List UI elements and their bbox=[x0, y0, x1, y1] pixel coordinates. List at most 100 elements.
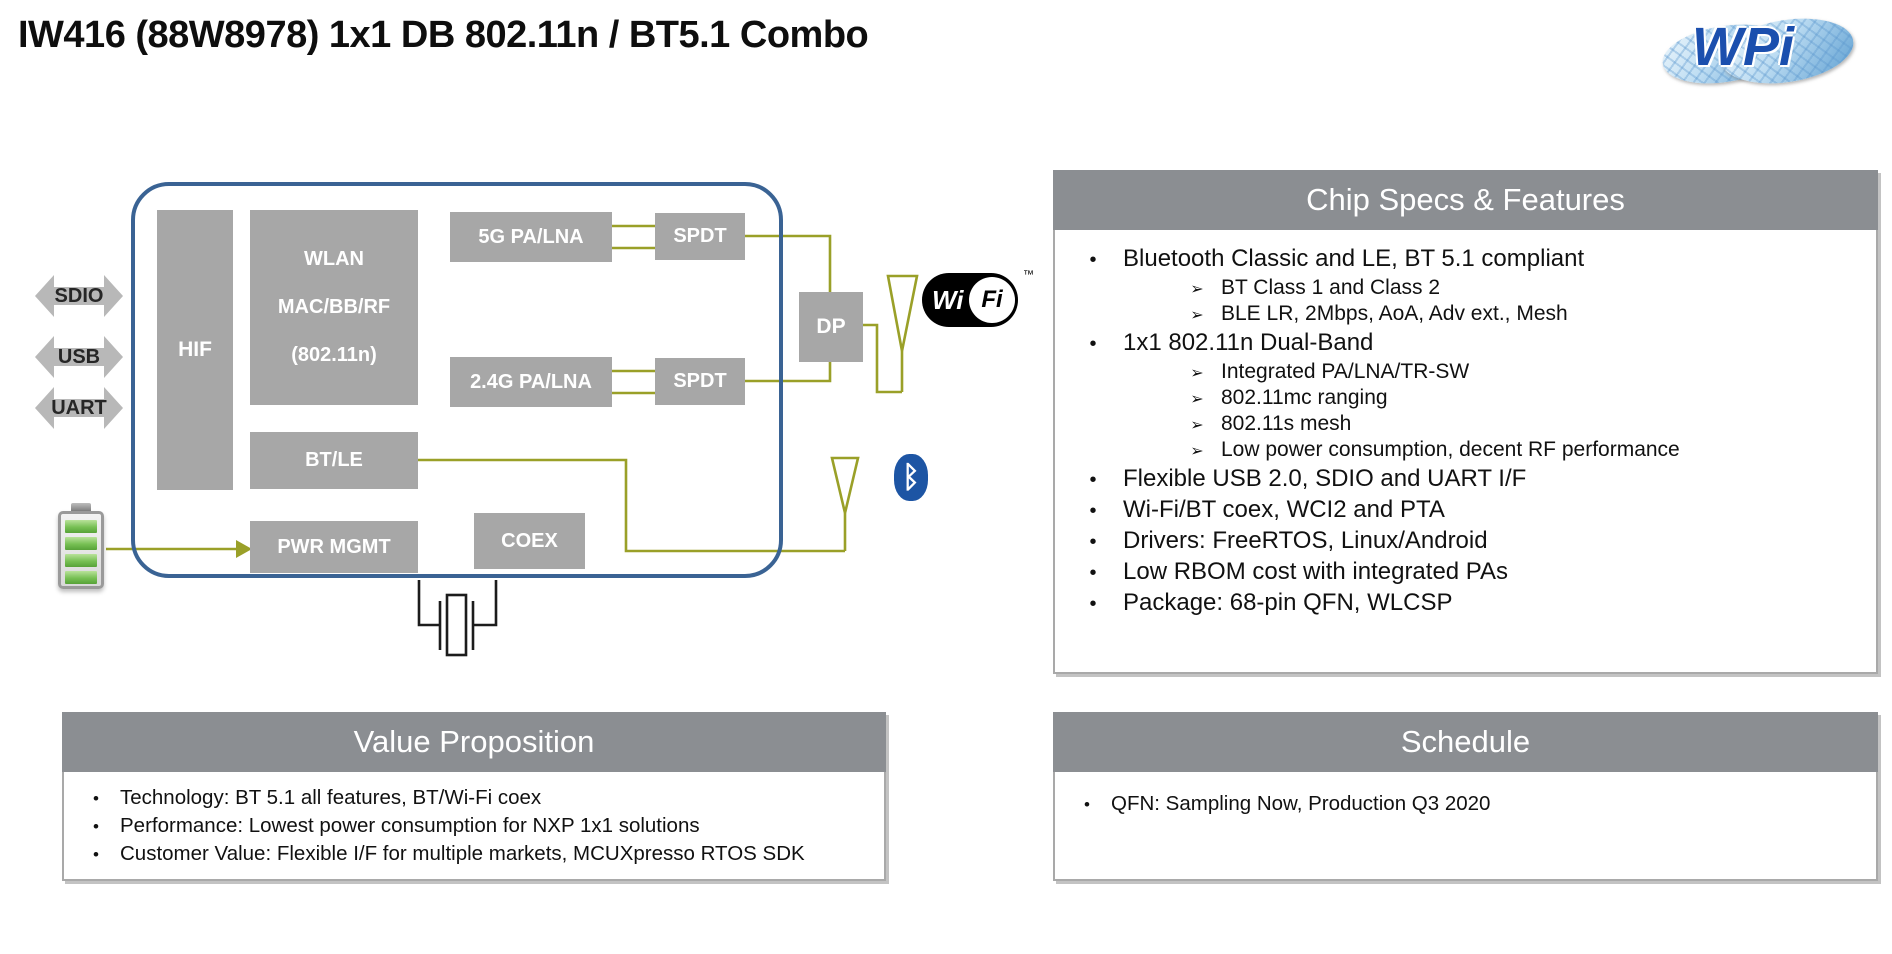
block-dp-label: DP bbox=[816, 315, 846, 338]
bluetooth-logo: ᛒ bbox=[894, 454, 928, 501]
bullet-item: • QFN: Sampling Now, Production Q3 2020 bbox=[1063, 792, 1870, 816]
bullet-item: • Bluetooth Classic and LE, BT 5.1 compli… bbox=[1063, 245, 1870, 273]
bullet-arrow: ➢ bbox=[1190, 365, 1204, 382]
bullet-dot: • bbox=[1089, 249, 1097, 271]
bullet-text: 1x1 802.11n Dual-Band bbox=[1123, 329, 1374, 356]
block-spdt-bottom: SPDT bbox=[655, 358, 745, 405]
bullet-item: ➢Low power consumption, decent RF perfor… bbox=[1063, 438, 1870, 462]
wifi-logo: Wi Fi ™ bbox=[922, 269, 1034, 327]
chip-boundary bbox=[131, 182, 783, 578]
wifi-logo-fi: Fi bbox=[969, 277, 1015, 323]
bullet-dot: • bbox=[1089, 500, 1097, 522]
bullet-arrow: ➢ bbox=[1190, 307, 1204, 324]
bluetooth-rune: ᛒ bbox=[902, 460, 920, 494]
bullet-dot: • bbox=[1089, 333, 1097, 355]
bullet-item: • Flexible USB 2.0, SDIO and UART I/F bbox=[1063, 465, 1870, 493]
block-pwr-mgmt-label: PWR MGMT bbox=[277, 535, 391, 558]
panel-chip-specs-header: Chip Specs & Features bbox=[1053, 170, 1878, 230]
double-arrow-icon bbox=[35, 336, 123, 378]
bullet-arrow: ➢ bbox=[1190, 417, 1204, 434]
panel-chip-specs: Chip Specs & Features • Bluetooth Classic… bbox=[1053, 170, 1878, 674]
panel-schedule: Schedule •QFN: Sampling Now, Production … bbox=[1053, 712, 1878, 881]
block-2g4-pa-lna-label: 2.4G PA/LNA bbox=[470, 370, 592, 393]
bullet-item: • Package: 68-pin QFN, WLCSP bbox=[1063, 589, 1870, 617]
bullet-item: ➢Integrated PA/LNA/TR-SW bbox=[1063, 360, 1870, 384]
wpi-logo: WPi bbox=[1658, 8, 1862, 93]
port-usb: USB bbox=[35, 334, 123, 380]
bullet-item: • 1x1 802.11n Dual-Band bbox=[1063, 329, 1870, 357]
panel-value-proposition: Value Proposition • Technology: BT 5.1 al… bbox=[62, 712, 886, 881]
bullet-item: ➢ 802.11s mesh bbox=[1063, 412, 1870, 436]
panel-value-proposition-header: Value Proposition bbox=[62, 712, 886, 772]
block-wlan: WLAN MAC/BB/RF (802.11n) bbox=[250, 210, 418, 405]
bullet-text: Low RBOM cost with integrated PAs bbox=[1123, 558, 1509, 585]
block-wlan-label-1: WLAN bbox=[304, 248, 364, 270]
bullet-item: ➢ 802.11mc ranging bbox=[1063, 386, 1870, 410]
bullet-text: BLE LR, 2Mbps, AoA, Adv ext., Mesh bbox=[1221, 302, 1568, 325]
wpi-logo-text: WPi bbox=[1692, 17, 1794, 77]
panel-chip-specs-body: • Bluetooth Classic and LE, BT 5.1 compli… bbox=[1053, 230, 1878, 674]
page-title: IW416 (88W8978) 1x1 DB 802.11n / BT5.1 C… bbox=[18, 14, 869, 56]
bullet-item: • Drivers: FreeRTOS, Linux/Android bbox=[1063, 527, 1870, 555]
bullet-text: Customer Value: Flexible I/F for multipl… bbox=[120, 842, 805, 865]
bullet-text: 802.11mc ranging bbox=[1221, 386, 1388, 409]
block-wlan-label-3: (802.11n) bbox=[291, 344, 377, 366]
bullet-item: •Wi-Fi/BT coex, WCI2 and PTA bbox=[1063, 496, 1870, 524]
block-wlan-label-2: MAC/BB/RF bbox=[277, 296, 391, 318]
bullet-text: Package: 68-pin QFN, WLCSP bbox=[1123, 589, 1453, 616]
block-coex: COEX bbox=[474, 513, 585, 569]
bullet-dot: • bbox=[1089, 469, 1097, 491]
bullet-dot: • bbox=[1089, 562, 1097, 584]
bullet-item: • Performance: Lowest power consumption f… bbox=[72, 814, 878, 838]
crystal-icon bbox=[417, 580, 440, 627]
bullet-item: ➢ BLE LR, 2Mbps, AoA, Adv ext., Mesh bbox=[1063, 302, 1870, 326]
port-sdio: SDIO bbox=[35, 273, 123, 319]
block-coex-label: COEX bbox=[501, 529, 558, 552]
bullet-item: • Customer Value: Flexible I/F for multip… bbox=[72, 842, 878, 866]
block-bt-le: BT/LE bbox=[250, 432, 418, 489]
bullet-text: Flexible USB 2.0, SDIO and UART I/F bbox=[1123, 465, 1527, 492]
block-spdt-top: SPDT bbox=[655, 213, 745, 260]
bullet-dot: • bbox=[1084, 795, 1090, 814]
panel-value-proposition-body: • Technology: BT 5.1 all features, BT/Wi-… bbox=[62, 772, 886, 881]
block-dp: DP bbox=[799, 292, 863, 362]
double-arrow-icon bbox=[35, 275, 123, 317]
bullet-item: • Technology: BT 5.1 all features, BT/Wi-… bbox=[72, 786, 878, 810]
bullet-text: Drivers: FreeRTOS, Linux/Android bbox=[1123, 527, 1488, 554]
bullet-dot: • bbox=[1089, 593, 1097, 615]
wifi-logo-wi: Wi bbox=[932, 284, 964, 315]
power-arrowhead bbox=[236, 540, 252, 558]
bullet-text: Technology: BT 5.1 all features, BT/Wi-F… bbox=[120, 786, 542, 809]
bullet-dot: • bbox=[93, 845, 99, 864]
bullet-dot: • bbox=[1089, 531, 1097, 553]
port-uart: UART bbox=[35, 385, 123, 431]
bullet-text: Bluetooth Classic and LE, BT 5.1 complia… bbox=[1123, 245, 1585, 272]
block-2g4-pa-lna: 2.4G PA/LNA bbox=[450, 357, 612, 407]
bullet-item: ➢ BT Class 1 and Class 2 bbox=[1063, 276, 1870, 300]
wifi-logo-tm: ™ bbox=[1023, 269, 1034, 281]
bullet-text: Performance: Lowest power consumption fo… bbox=[120, 814, 700, 837]
bullet-arrow: ➢ bbox=[1190, 391, 1204, 408]
wifi-antenna-icon bbox=[886, 274, 919, 352]
bullet-text: BT Class 1 and Class 2 bbox=[1221, 276, 1441, 299]
block-hif: HIF bbox=[157, 210, 233, 490]
bullet-item: • Low RBOM cost with integrated PAs bbox=[1063, 558, 1870, 586]
port-uart-label: UART bbox=[51, 396, 107, 419]
double-arrow-icon bbox=[35, 387, 123, 429]
bullet-text: 802.11s mesh bbox=[1221, 412, 1352, 435]
panel-schedule-body: • QFN: Sampling Now, Production Q3 2020 bbox=[1053, 772, 1878, 881]
bullet-text: QFN: Sampling Now, Production Q3 2020 bbox=[1111, 792, 1491, 815]
block-pwr-mgmt: PWR MGMT bbox=[250, 521, 418, 573]
block-bt-le-label: BT/LE bbox=[305, 449, 363, 471]
bt-antenna-icon bbox=[830, 456, 860, 514]
port-usb-label: USB bbox=[57, 345, 101, 368]
block-hif-label: HIF bbox=[178, 338, 212, 361]
bullet-dot: • bbox=[93, 789, 99, 808]
block-5g-pa-lna-label: 5G PA/LNA bbox=[478, 225, 584, 248]
bullet-dot: • bbox=[93, 817, 99, 836]
bullet-arrow: ➢ bbox=[1190, 281, 1204, 298]
bullet-arrow: ➢ bbox=[1190, 443, 1204, 460]
block-5g-pa-lna: 5G PA/LNA bbox=[450, 212, 612, 262]
